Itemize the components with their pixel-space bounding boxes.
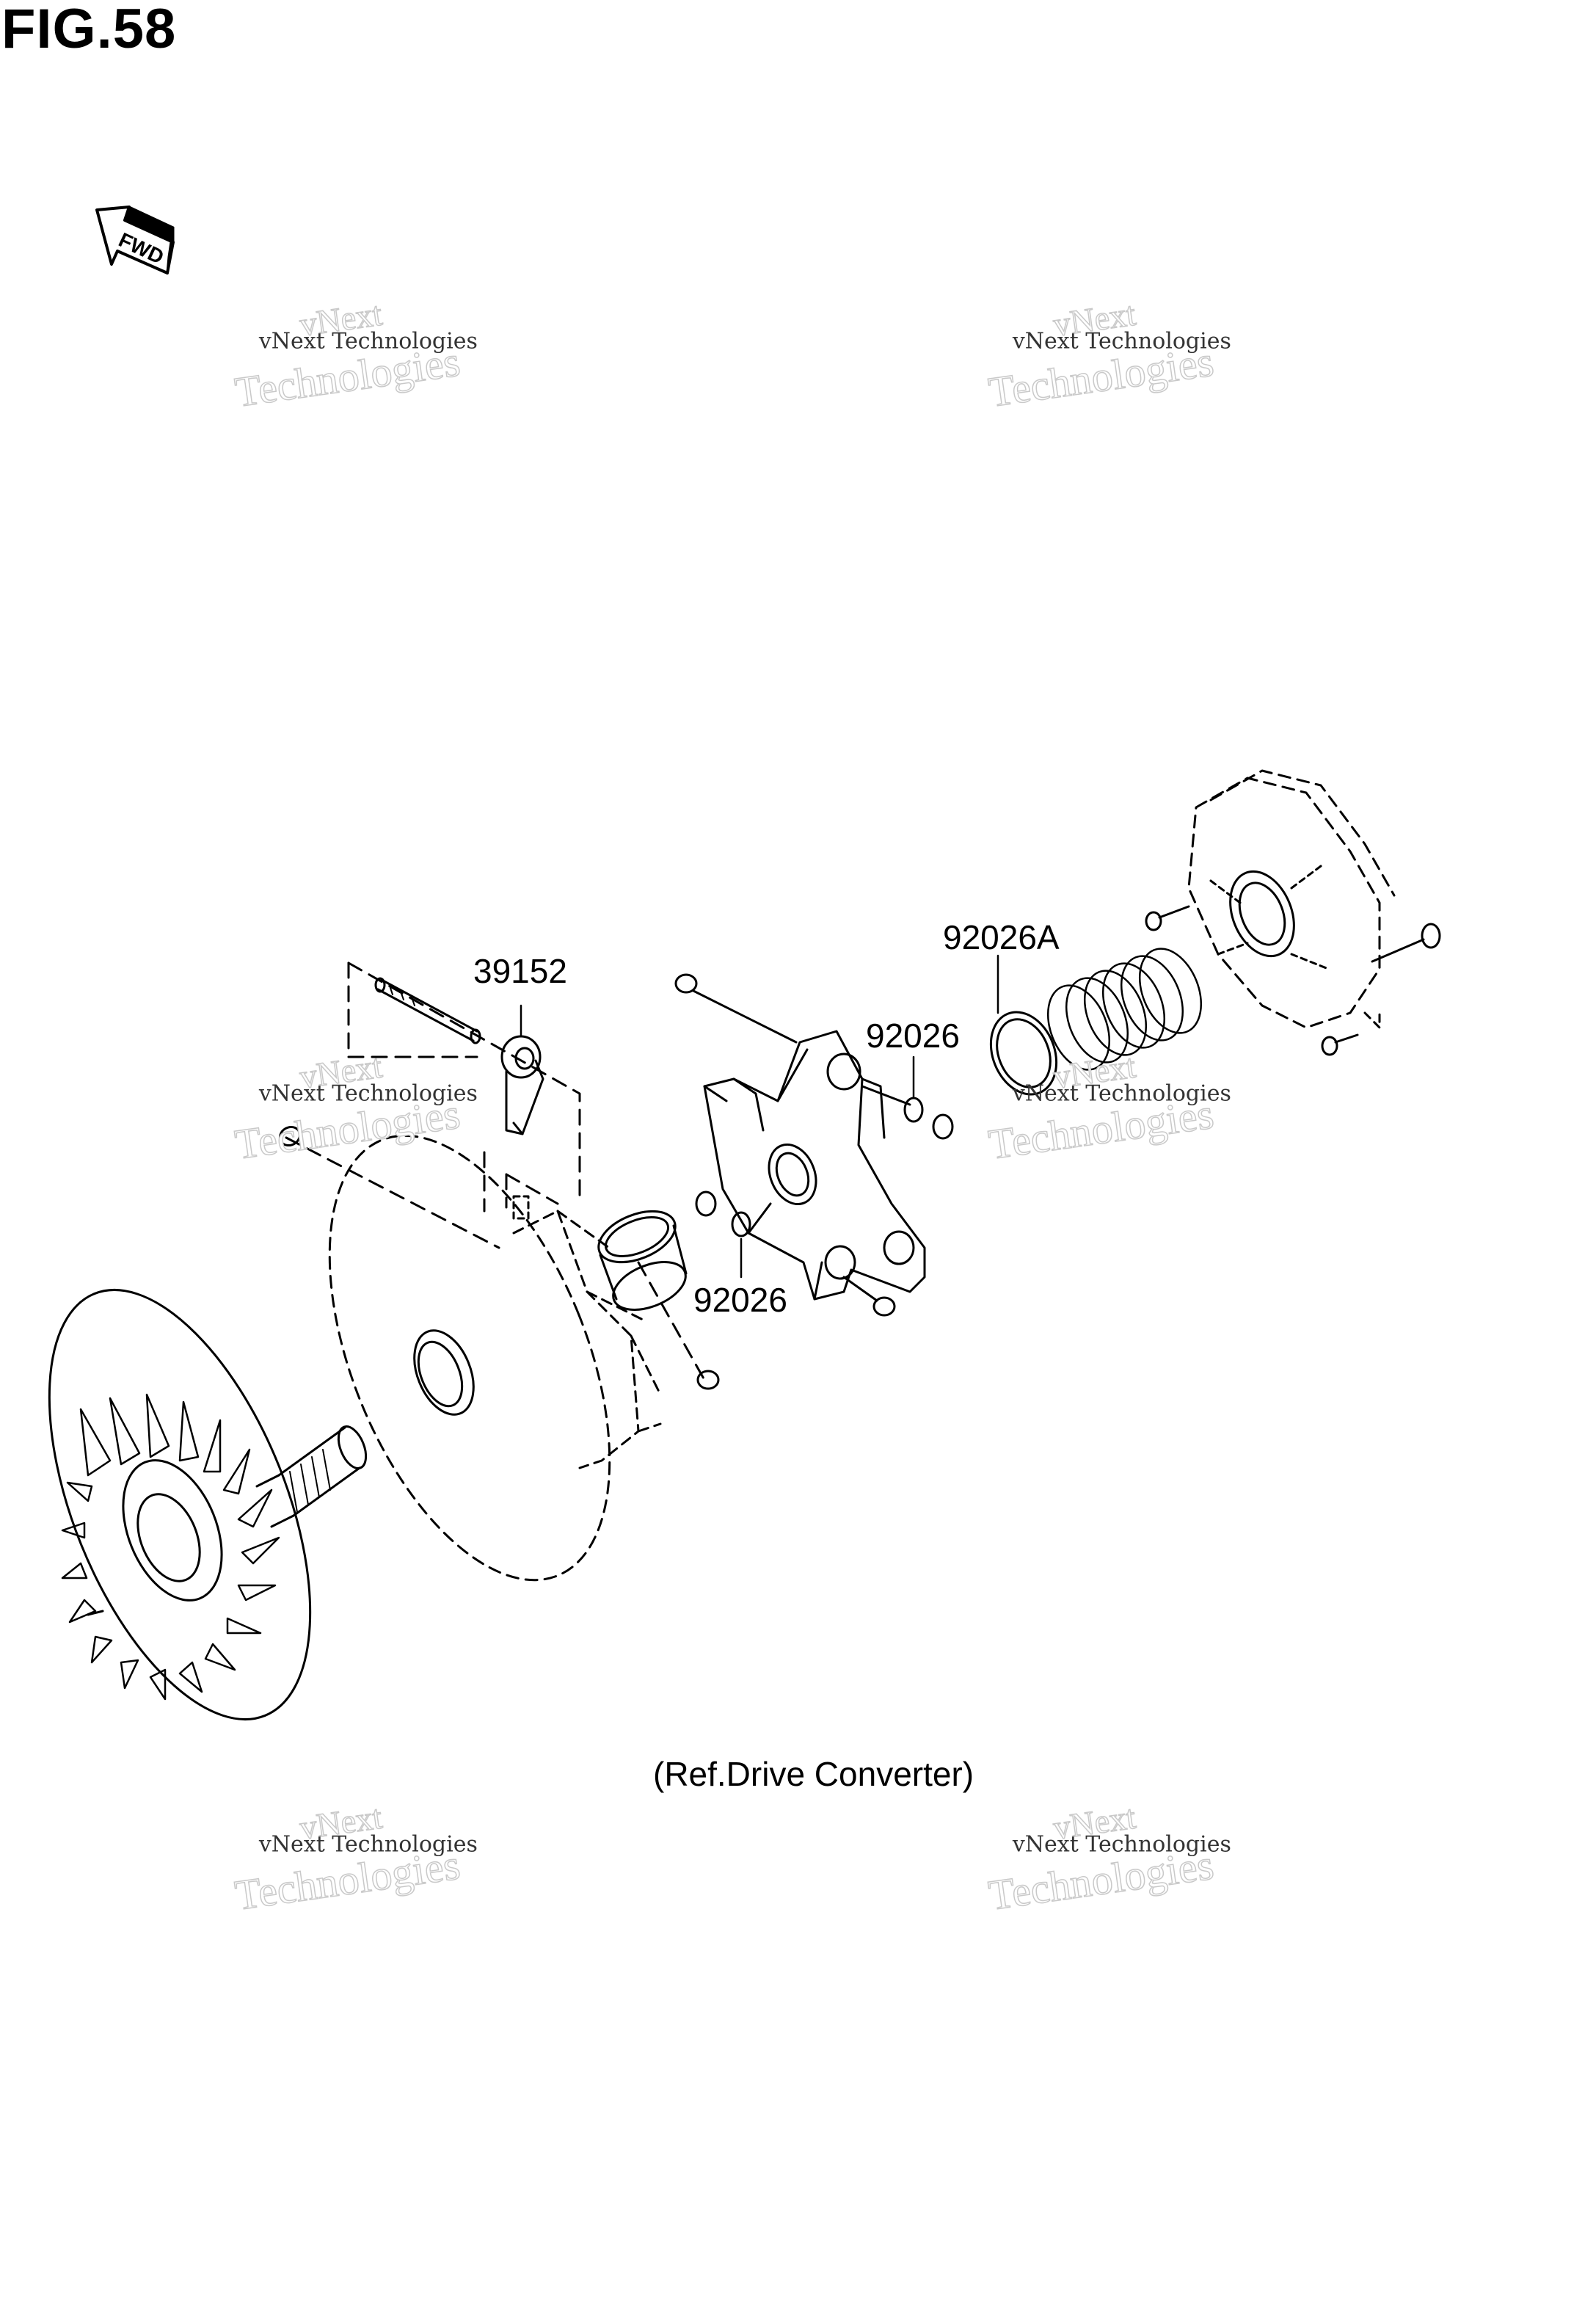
part-label-92026a: 92026A bbox=[943, 918, 1060, 956]
bushing-ring bbox=[597, 1210, 688, 1311]
spring-coil bbox=[1046, 948, 1203, 1071]
part-label-92026-lower: 92026 bbox=[693, 1281, 787, 1319]
o-ring-large bbox=[989, 1011, 1058, 1096]
nut-lower bbox=[696, 1370, 720, 1390]
fixed-sheave-fan bbox=[48, 1288, 368, 1721]
alignment-lines bbox=[285, 961, 706, 1381]
o-ring-upper bbox=[903, 1097, 924, 1123]
part-label-92026-upper: 92026 bbox=[866, 1017, 960, 1055]
nut-right-upper bbox=[932, 1113, 954, 1140]
part-label-39152: 39152 bbox=[473, 952, 567, 990]
fwd-arrow-icon: FWD bbox=[95, 206, 175, 275]
leader-lines-spider bbox=[842, 1085, 911, 1302]
nut-top bbox=[674, 973, 698, 994]
figure-title: FIG.58 bbox=[1, 0, 177, 60]
cover-bolts bbox=[1145, 905, 1441, 1056]
nut-left bbox=[695, 1190, 717, 1217]
o-ring-lower bbox=[731, 1211, 751, 1237]
movable-sheave bbox=[328, 1134, 662, 1582]
figure-caption: (Ref.Drive Converter) bbox=[653, 1755, 974, 1793]
cover-plate bbox=[1187, 769, 1396, 1029]
small-cap-left bbox=[278, 1125, 302, 1147]
weight-arm bbox=[500, 1035, 544, 1135]
nut-bottom bbox=[872, 1296, 896, 1317]
label-leaders bbox=[520, 954, 999, 1279]
bolt-shaft bbox=[692, 989, 798, 1044]
spider-assembly bbox=[703, 1030, 926, 1301]
